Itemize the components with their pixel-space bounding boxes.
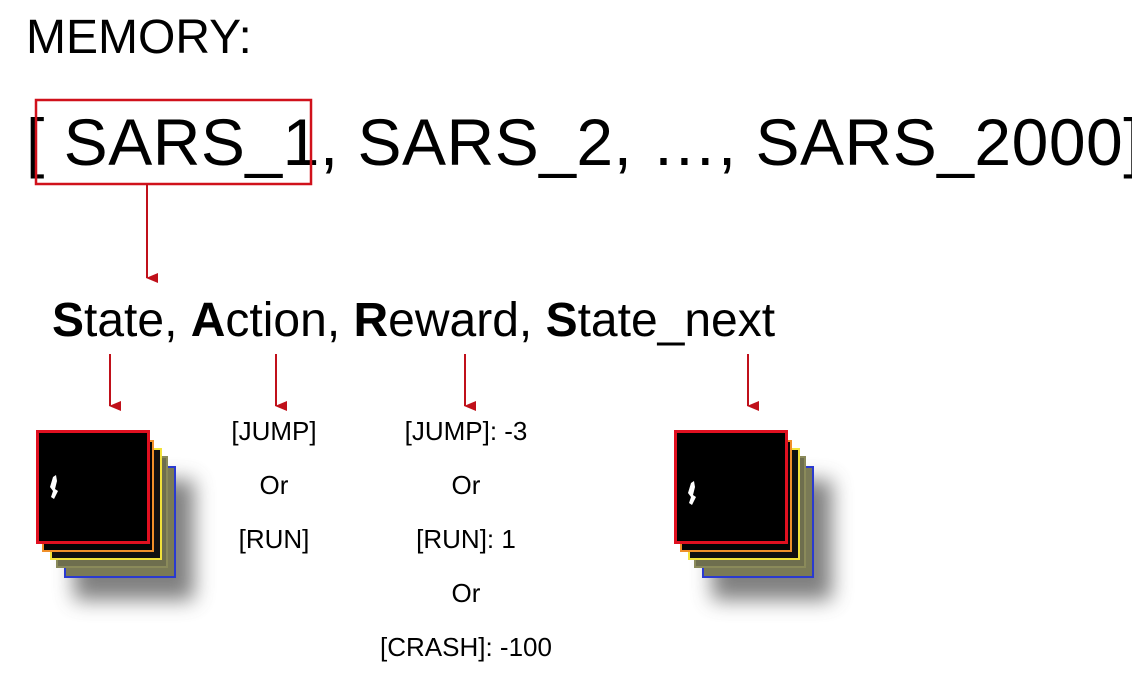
sars-state-rest: tate, (84, 294, 191, 347)
memory-list-open-bracket: [ (26, 105, 45, 179)
action-option-run: [RUN] (238, 524, 310, 554)
next-state-frame-stack (668, 424, 848, 614)
dino-silhouette-icon (50, 475, 58, 499)
sars-reward-initial: R (353, 294, 389, 347)
dino-silhouette-icon (688, 481, 696, 505)
sars-action-initial: A (190, 294, 226, 347)
sars-state-initial: S (52, 294, 85, 347)
action-or: Or (259, 470, 289, 500)
sars-action-rest: ction, (225, 294, 354, 347)
memory-list-first-item: SARS_1 (44, 105, 320, 179)
reward-or-1: Or (451, 470, 481, 500)
reward-option-jump: [JUMP]: -3 (404, 416, 528, 446)
memory-title: MEMORY: (26, 11, 252, 64)
state-frame-stack (30, 424, 210, 614)
memory-list: [ SARS_1, SARS_2, …, SARS_2000] (26, 104, 1132, 180)
frame-red (36, 430, 150, 544)
reward-or-2: Or (451, 578, 481, 608)
sars-next-state-rest: tate_next (577, 294, 776, 347)
sars-definition: State, Action, Reward, State_next (52, 292, 775, 350)
reward-option-run: [RUN]: 1 (416, 524, 516, 554)
sars-next-state-initial: S (545, 294, 578, 347)
frame-red (674, 430, 788, 544)
sars-reward-rest: eward, (388, 294, 546, 347)
action-option-jump: [JUMP] (231, 416, 317, 446)
reward-option-crash: [CRASH]: -100 (380, 632, 552, 662)
memory-list-rest: , SARS_2, …, SARS_2000] (319, 105, 1132, 179)
